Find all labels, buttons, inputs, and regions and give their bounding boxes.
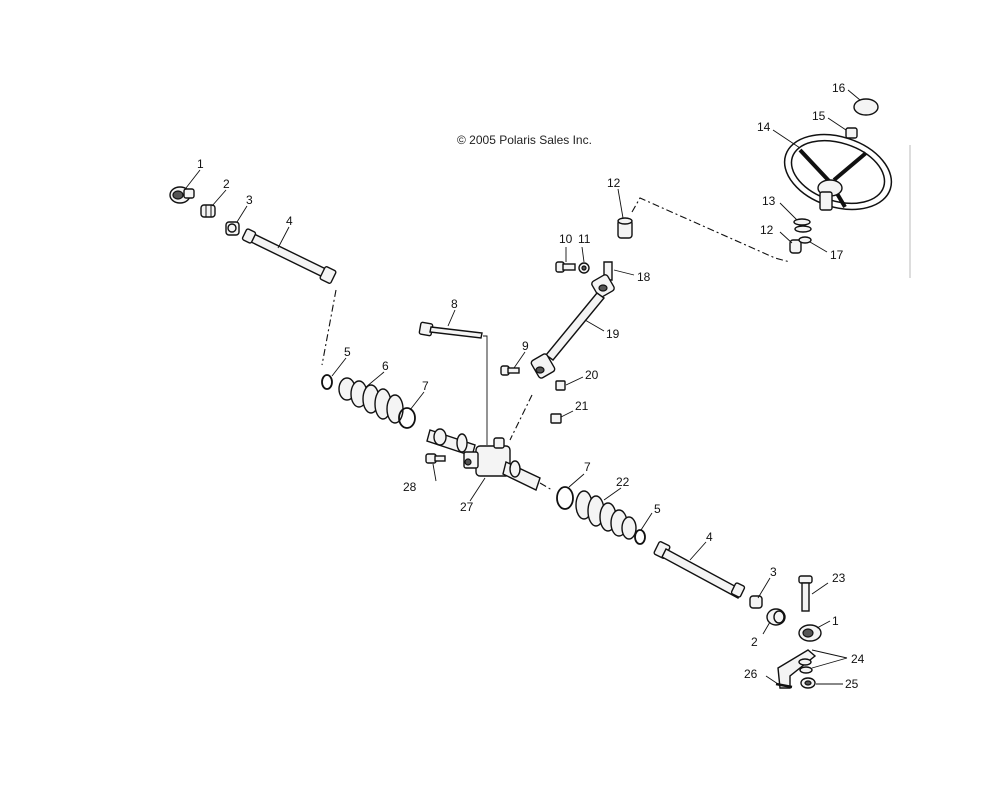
callout-28: 28: [403, 480, 417, 494]
clamp-ring-right: [634, 529, 646, 545]
callout-7-right: 7: [584, 460, 591, 474]
bolt-10: [555, 261, 576, 273]
assembly-line: [483, 335, 488, 445]
nut-11: [578, 262, 590, 274]
callout-3: 3: [246, 193, 253, 207]
bushing-left: [225, 221, 240, 236]
assembly-line: [321, 289, 337, 366]
callout-12-upper: 12: [607, 176, 621, 190]
callout-27: 27: [460, 500, 474, 514]
clamp-ring-left: [321, 374, 333, 390]
steering-wheel: [783, 133, 893, 211]
callout-11: 11: [578, 232, 591, 246]
callout-9: 9: [522, 339, 529, 353]
callout-5-right: 5: [654, 502, 661, 516]
callout-10: 10: [559, 232, 573, 246]
copyright-notice: © 2005 Polaris Sales Inc.: [457, 133, 592, 147]
clamp-left: [398, 407, 416, 429]
u-joint-upper: [591, 274, 615, 298]
callout-19: 19: [606, 327, 620, 341]
ring-17: [798, 236, 812, 244]
callout-1: 1: [197, 157, 204, 171]
callout-1-right: 1: [832, 614, 839, 628]
callout-2-right: 2: [751, 635, 758, 649]
washers-13: [793, 218, 812, 233]
nut-20: [555, 380, 566, 391]
clamp-right: [556, 486, 574, 510]
callout-13: 13: [762, 194, 776, 208]
callout-2: 2: [223, 177, 230, 191]
u-joint-lower: [530, 353, 556, 379]
bearing-12-upper: [617, 217, 633, 239]
nut-25: [800, 677, 816, 689]
tie-rod-right: [653, 541, 746, 599]
assembly-line: [539, 482, 553, 491]
nut-21: [550, 413, 562, 424]
callout-16: 16: [832, 81, 846, 95]
callout-17: 17: [830, 248, 844, 262]
bushing-right: [749, 595, 763, 609]
callout-4: 4: [286, 214, 293, 228]
callout-7: 7: [422, 379, 429, 393]
callout-25: 25: [845, 677, 859, 691]
bearing-12-lower: [789, 239, 802, 254]
cotter-pin-26: [775, 682, 793, 689]
callout-14: 14: [757, 120, 771, 134]
nut-15: [845, 127, 858, 139]
tie-rod-left: [241, 228, 337, 284]
boot-left: [338, 377, 404, 424]
tie-rod-end-right: [798, 624, 822, 642]
callout-23: 23: [832, 571, 846, 585]
bolt-8: [418, 321, 483, 339]
callout-6: 6: [382, 359, 389, 373]
steering-rack: [426, 428, 541, 491]
callout-3-right: 3: [770, 565, 777, 579]
bolt-28: [425, 453, 446, 464]
bolt-9: [500, 365, 520, 376]
intermediate-shaft-19: [544, 292, 606, 361]
callout-24: 24: [851, 652, 865, 666]
jam-nut-right: [766, 608, 786, 626]
callout-15: 15: [812, 109, 826, 123]
bolt-23: [798, 575, 813, 612]
callout-12-lower: 12: [760, 223, 774, 237]
callout-26: 26: [744, 667, 758, 681]
callout-8: 8: [451, 297, 458, 311]
tie-rod-end-left: [169, 186, 195, 204]
assembly-line: [631, 197, 791, 263]
assembly-line: [509, 394, 533, 441]
callout-22: 22: [616, 475, 630, 489]
callout-5: 5: [344, 345, 351, 359]
callout-21: 21: [575, 399, 589, 413]
jam-nut-left: [200, 204, 216, 218]
callout-20: 20: [585, 368, 599, 382]
callout-18: 18: [637, 270, 651, 284]
cap-16: [853, 98, 879, 116]
callout-4-right: 4: [706, 530, 713, 544]
boot-right: [575, 490, 637, 540]
bracket-24: [777, 649, 817, 689]
leader-lines: [185, 89, 861, 685]
